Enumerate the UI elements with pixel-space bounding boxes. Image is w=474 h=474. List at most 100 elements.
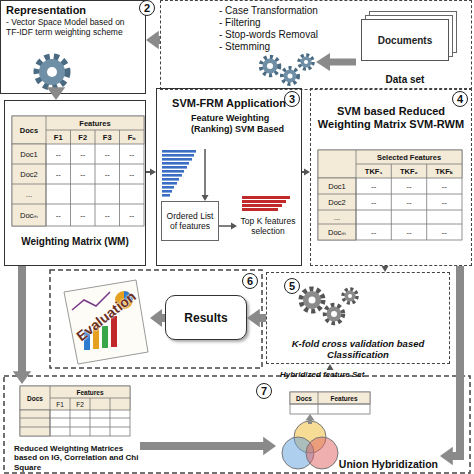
gear-symbol	[343, 289, 357, 303]
table-cell: --	[427, 178, 462, 194]
table-cell: --	[356, 178, 391, 194]
section-frame	[50, 270, 262, 368]
matrix-table	[20, 418, 130, 419]
gear-symbol	[37, 57, 67, 87]
matrix-table	[12, 184, 144, 185]
matrix-table	[318, 224, 462, 225]
matrix-table	[290, 392, 370, 404]
venn-symbol	[306, 437, 338, 469]
matrix-table	[318, 150, 462, 240]
matrix-table	[119, 130, 120, 226]
process-box: Representation- Vector Space Model based…	[0, 0, 146, 94]
flow-arrow	[305, 414, 314, 424]
matrix-table	[50, 386, 51, 436]
callout-number: 4	[452, 91, 468, 107]
gear-symbol	[327, 307, 342, 322]
table-cell: --	[71, 204, 96, 226]
gear-symbol	[301, 57, 312, 68]
matrix-table	[318, 178, 356, 240]
matrix-table	[12, 164, 144, 165]
matrix-table	[20, 427, 130, 428]
node-text: K-fold cross validation based Classifica…	[273, 338, 443, 360]
gear-symbol	[261, 57, 279, 75]
table-cell: Doc1	[318, 178, 356, 194]
table-cell: --	[71, 164, 96, 184]
ranking-bars	[162, 186, 174, 189]
gear-symbol	[47, 67, 57, 77]
table-cell: Docₘ	[318, 224, 356, 240]
node-text: Union Hybridization	[339, 458, 438, 470]
flow-arrow	[146, 169, 156, 176]
connector-line	[452, 266, 460, 456]
connector-line	[259, 314, 266, 322]
gear-symbol	[39, 59, 65, 85]
table-cell: --	[391, 224, 426, 240]
top-k-bars	[242, 196, 290, 199]
table-cell: TKFₖ	[427, 164, 462, 178]
process-box: - Case Transformation- Filtering- Stop-w…	[160, 0, 472, 90]
table-cell: Fₙ	[120, 130, 145, 144]
gear-symbol	[261, 55, 313, 84]
table-cell: --	[46, 204, 71, 226]
table-cell: TKF₂	[391, 164, 426, 178]
table-cell: F3	[95, 130, 120, 144]
gear-symbol	[325, 305, 343, 323]
matrix-table	[20, 410, 50, 436]
matrix-table	[12, 144, 46, 226]
table-cell: Features	[46, 116, 144, 130]
table-cell: ...	[12, 184, 46, 204]
table-cell: --	[46, 144, 71, 164]
feature-set-box: Hybridized feature Set	[280, 370, 370, 414]
gear-symbol	[301, 289, 357, 323]
connector-line	[329, 369, 331, 370]
table-cell: --	[71, 144, 96, 164]
matrix-box: Weighting Matrix (WM)	[4, 100, 146, 266]
table-cell: Docs	[20, 386, 50, 410]
gear-symbol	[331, 311, 337, 317]
document-stack: DocumentsData set	[361, 19, 449, 61]
matrix-table	[290, 404, 370, 405]
ranking-bars	[162, 182, 177, 185]
table-cell: Doc1	[12, 144, 46, 164]
gear-symbol	[303, 291, 321, 309]
table-cell: Features	[50, 386, 130, 398]
connector-line	[308, 419, 312, 424]
ranking-bars	[162, 154, 194, 157]
connector-line	[204, 149, 206, 196]
table-cell: TKF₁	[356, 164, 391, 178]
venn-symbol	[282, 421, 338, 469]
ranking-bars	[162, 194, 170, 197]
matrix-table	[46, 116, 47, 226]
node-text: Representation	[6, 4, 140, 16]
arrow-head	[231, 223, 237, 230]
matrix-table	[391, 164, 392, 240]
arrow-head	[305, 414, 314, 420]
matrix-table	[70, 130, 71, 226]
section-frame	[4, 376, 470, 473]
matrix-table	[318, 150, 462, 240]
connector-line	[219, 225, 232, 227]
table-cell: F2	[71, 130, 96, 144]
connector-line	[146, 171, 151, 173]
output-arrow	[150, 309, 162, 327]
selection-box: Top K features selection	[237, 215, 299, 249]
matrix-table	[12, 204, 144, 205]
node-text: Feature Weighting (Ranking) SVM Based	[191, 113, 299, 135]
matrix-table	[95, 130, 96, 226]
top-k-bars	[242, 204, 282, 207]
data-arrow	[316, 53, 356, 71]
table-cell: --	[120, 144, 145, 164]
matrix-table	[356, 150, 357, 240]
ranking-bars	[162, 190, 172, 193]
table-cell: --	[356, 224, 391, 240]
connector-line	[140, 442, 264, 450]
connector-line	[302, 171, 305, 173]
arrow-head	[327, 364, 334, 370]
matrix-table	[12, 116, 144, 226]
section-frame	[4, 270, 470, 473]
table-cell: --	[95, 144, 120, 164]
matrix-table	[356, 164, 462, 165]
node-text: Reduced Weighting Matrices based on IG, …	[14, 444, 140, 473]
gear-symbol	[348, 294, 352, 298]
